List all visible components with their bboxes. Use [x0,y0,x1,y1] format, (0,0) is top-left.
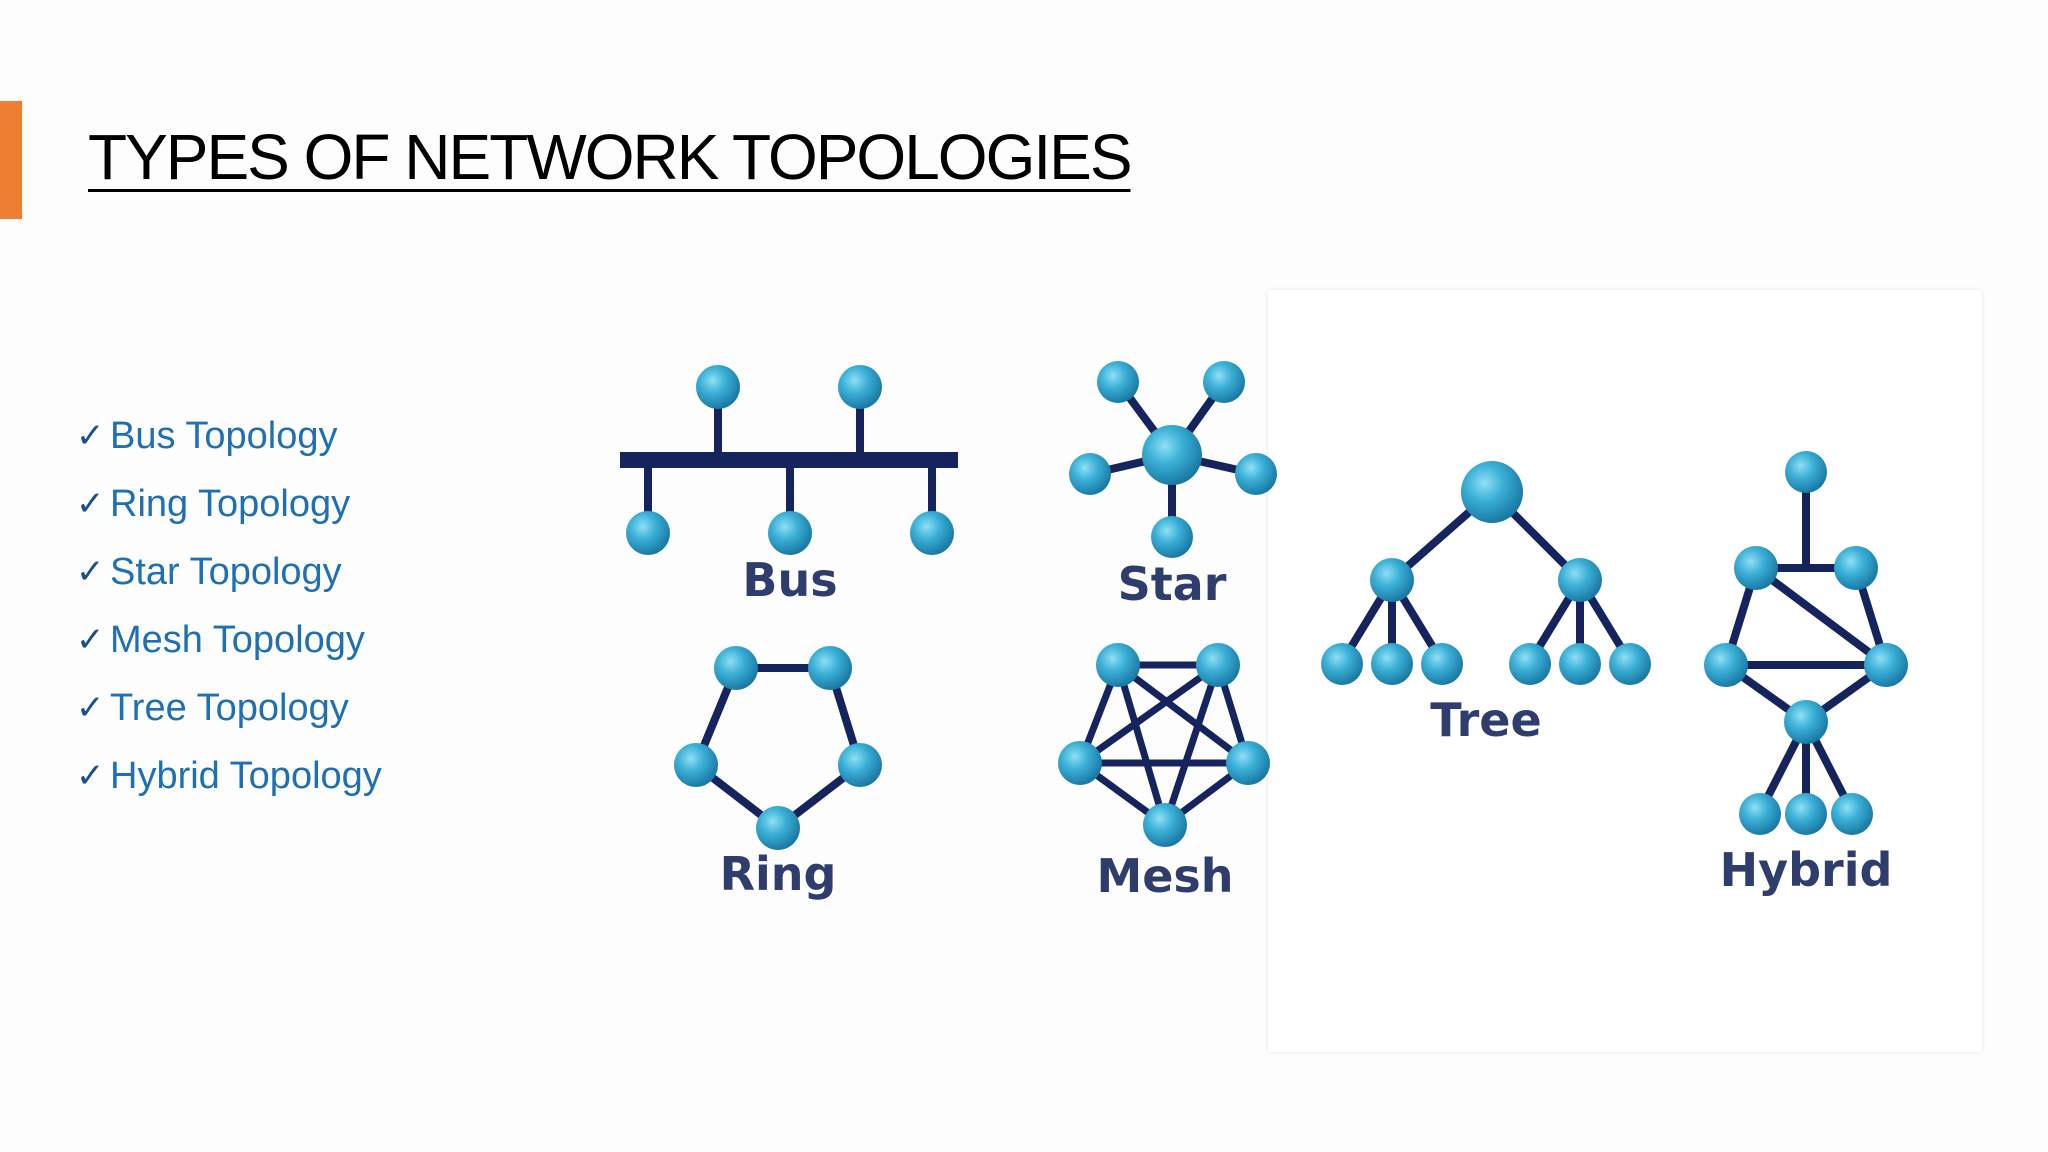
list-item: ✓ Ring Topology [76,470,382,538]
bus-topology [620,390,958,530]
hybrid-node [1831,793,1873,835]
mesh-nodes [1058,643,1270,847]
hybrid-node [1704,643,1748,687]
hybrid-label: Hybrid [1720,843,1893,897]
bus-node [768,511,812,555]
bus-nodes [626,365,954,555]
checkmark-icon: ✓ [76,552,105,592]
bus-label: Bus [742,553,837,607]
tree-root-node [1461,461,1523,523]
mesh-node [1058,741,1102,785]
list-item-label: Star Topology [110,550,342,593]
mesh-node [1196,643,1240,687]
mesh-node [1226,741,1270,785]
checkmark-icon: ✓ [76,620,105,660]
hybrid-node [1785,793,1827,835]
list-item-label: Ring Topology [110,482,351,525]
mesh-topology [1076,661,1252,828]
hybrid-node [1784,700,1828,744]
mesh-node [1096,643,1140,687]
ring-node [808,646,852,690]
hybrid-topology [1722,474,1890,814]
tree-nodes [1321,461,1651,685]
topology-list: ✓ Bus Topology ✓ Ring Topology ✓ Star To… [76,402,382,810]
bus-node [910,511,954,555]
mesh-node [1143,803,1187,847]
title-accent-bar [0,101,22,219]
list-item: ✓ Tree Topology [76,674,382,742]
list-item-label: Hybrid Topology [110,754,382,797]
list-item-label: Tree Topology [110,686,349,729]
list-item: ✓ Star Topology [76,538,382,606]
star-node [1069,453,1111,495]
hybrid-node [1734,546,1778,590]
bus-node [626,511,670,555]
list-item: ✓ Hybrid Topology [76,742,382,810]
tree-node [1421,643,1463,685]
checkmark-icon: ✓ [76,688,105,728]
star-nodes [1069,361,1277,558]
checkmark-icon: ✓ [76,484,105,524]
slide-title: TYPES OF NETWORK TOPOLOGIES [88,121,1132,193]
star-node [1097,361,1139,403]
hybrid-nodes [1704,451,1908,835]
hybrid-node [1834,546,1878,590]
mesh-label: Mesh [1096,849,1233,903]
ring-topology [691,664,865,834]
tree-label: Tree [1430,693,1541,747]
hybrid-node [1785,451,1827,493]
tree-node [1509,643,1551,685]
ring-node [714,646,758,690]
list-item-label: Mesh Topology [110,618,365,661]
ring-node [756,806,800,850]
tree-node [1559,643,1601,685]
tree-node [1370,558,1414,602]
tree-node [1609,643,1651,685]
list-item: ✓ Bus Topology [76,402,382,470]
checkmark-icon: ✓ [76,416,105,456]
ring-nodes [674,646,882,850]
tree-node [1558,558,1602,602]
star-node [1151,516,1193,558]
star-node [1203,361,1245,403]
star-node [1235,453,1277,495]
list-item: ✓ Mesh Topology [76,606,382,674]
tree-node [1371,643,1413,685]
bus-node [696,365,740,409]
ring-node [838,743,882,787]
star-label: Star [1118,557,1227,611]
ring-label: Ring [720,847,837,901]
hybrid-node [1864,643,1908,687]
star-hub-node [1142,425,1202,485]
hybrid-node [1739,793,1781,835]
checkmark-icon: ✓ [76,756,105,796]
bus-node [838,365,882,409]
list-item-label: Bus Topology [110,414,338,457]
ring-node [674,743,718,787]
tree-node [1321,643,1363,685]
